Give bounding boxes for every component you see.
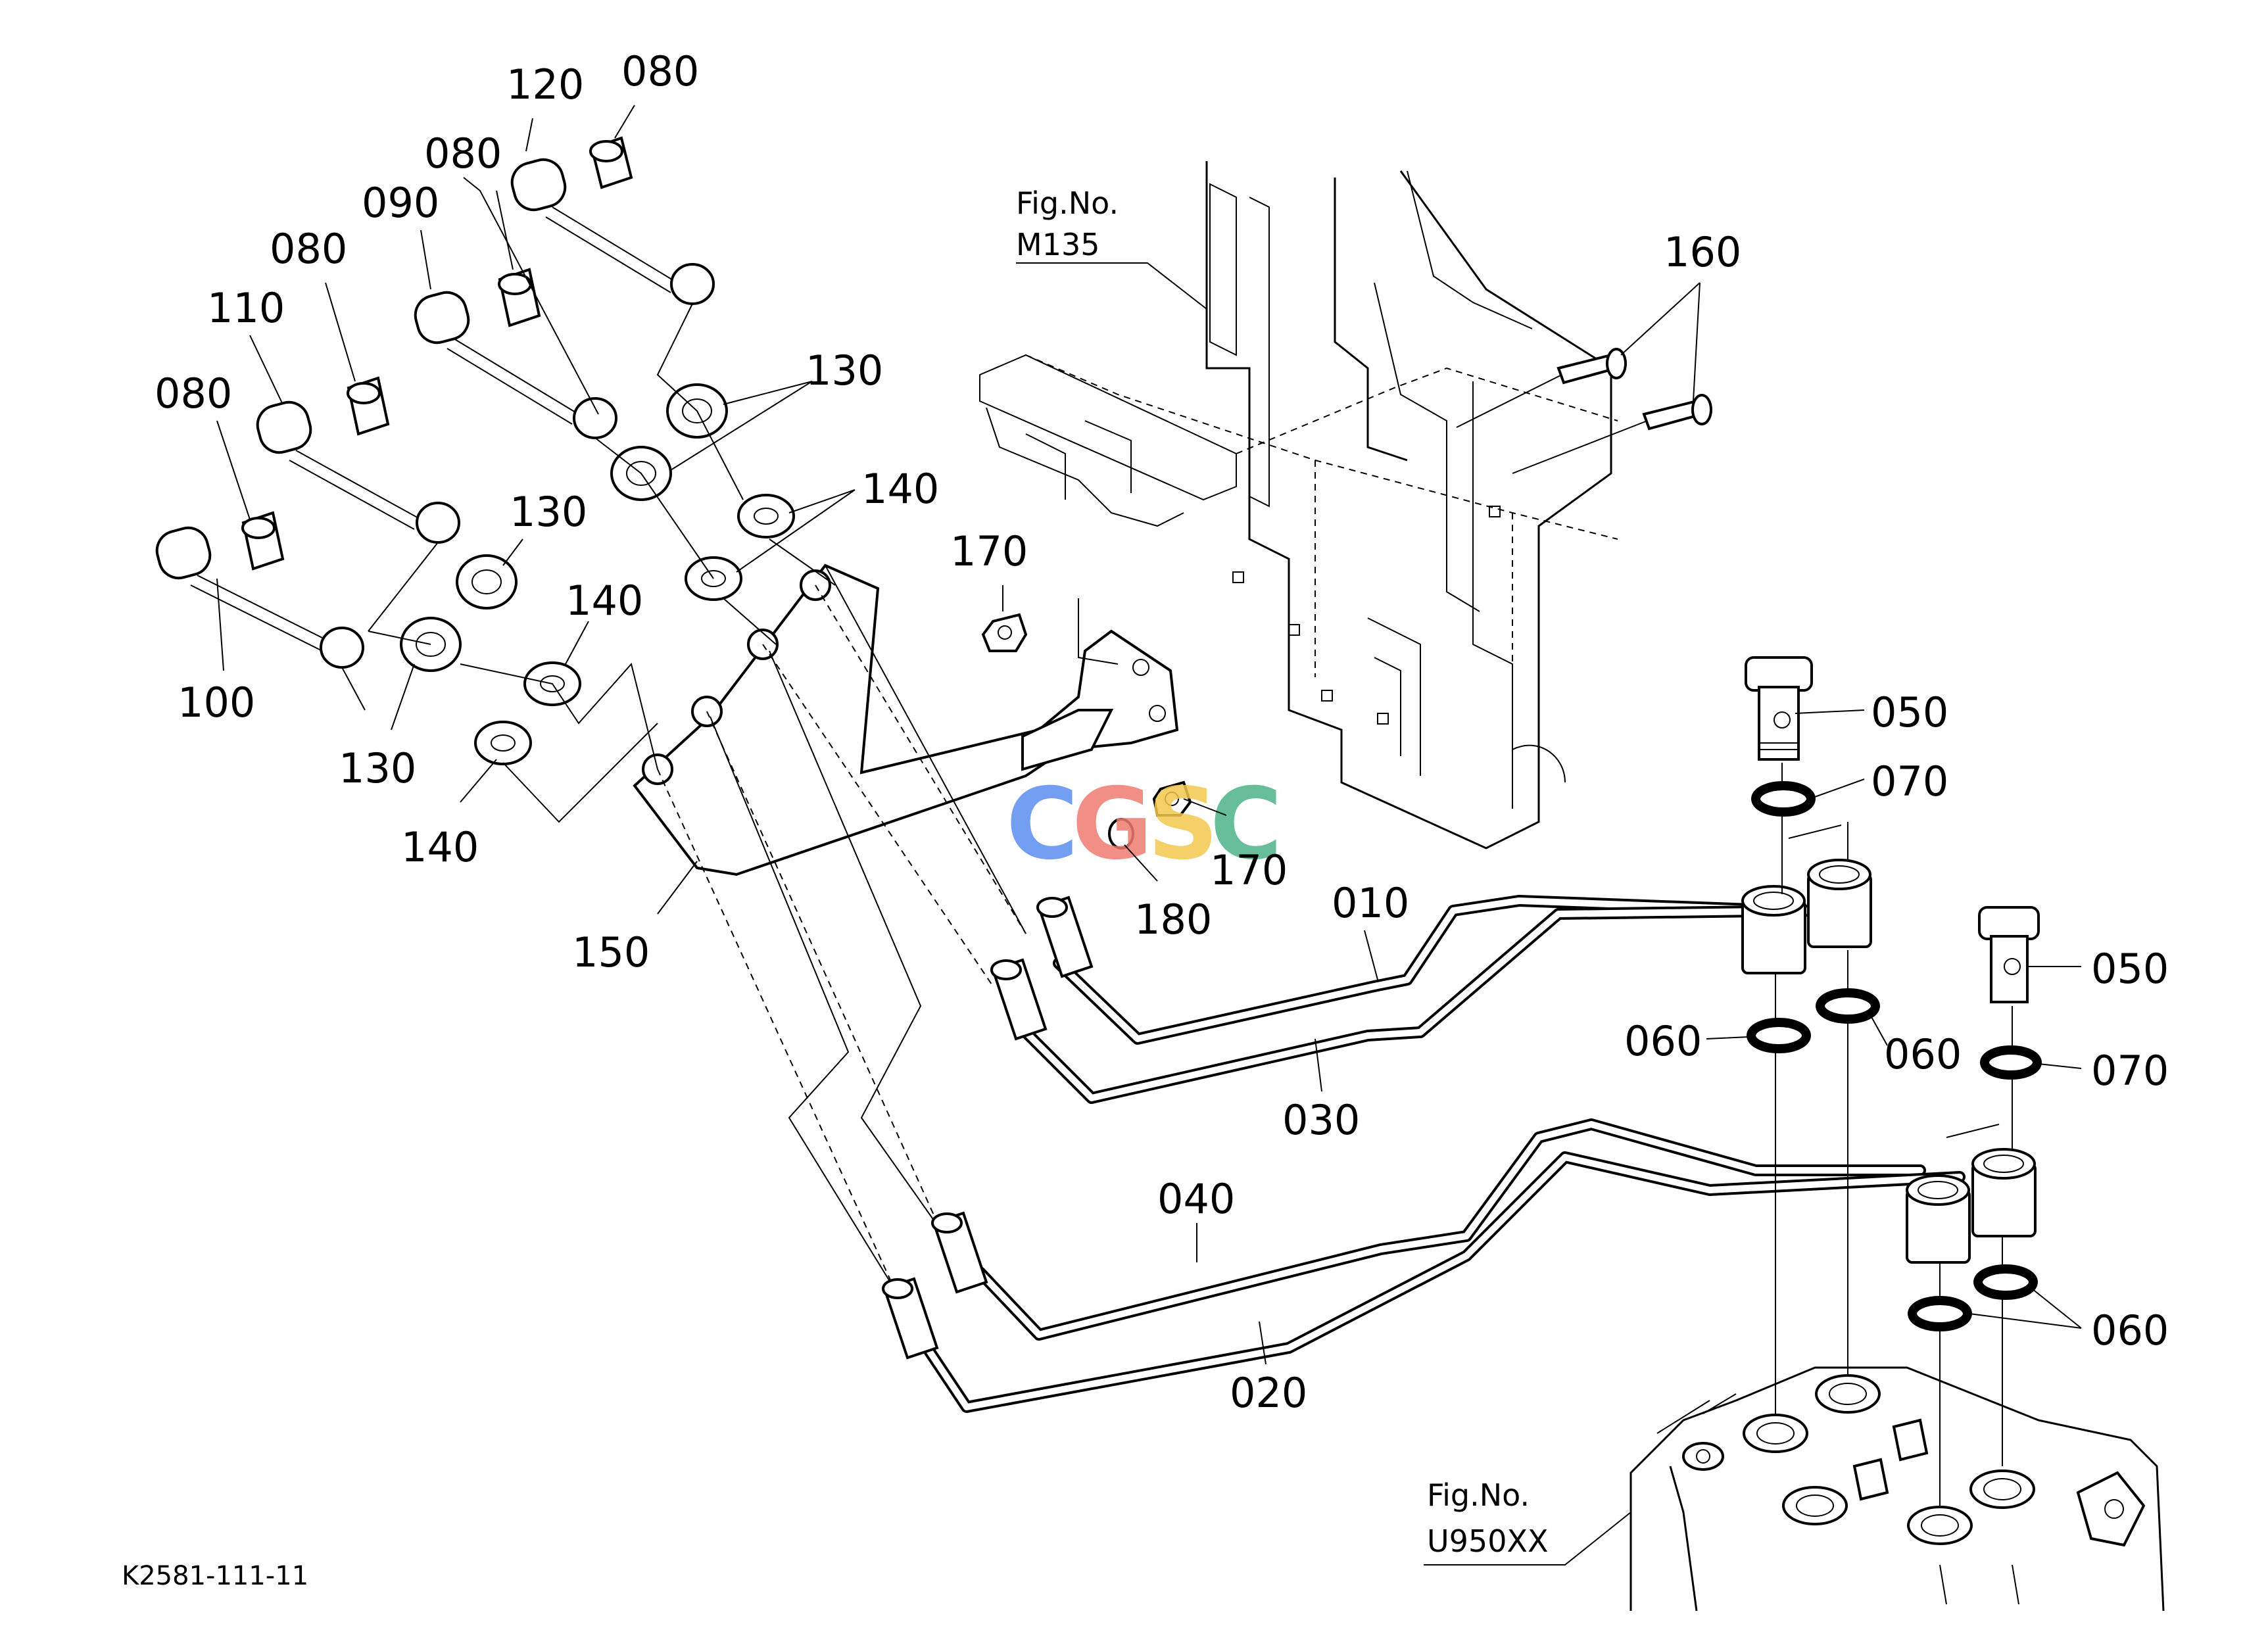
o-ring-070 [1751, 781, 2042, 1080]
hose-assemblies [155, 136, 715, 669]
fig-ref-m135: Fig.No. M135 [1016, 185, 1119, 262]
pin-180 [1078, 598, 1134, 849]
banjo-coupler [1741, 859, 2037, 1264]
part-label: 070 [2091, 1047, 2169, 1095]
part-label: 090 [362, 179, 439, 227]
fig-ref-number: M135 [1016, 227, 1100, 262]
watermark-letter-1: C [1006, 767, 1078, 882]
part-label: 060 [2091, 1306, 2169, 1354]
part-label: 110 [207, 284, 285, 332]
fig-ref-number: U950XX [1427, 1523, 1549, 1559]
part-label: 140 [861, 465, 939, 513]
pipe-030 [1010, 905, 1821, 1104]
watermark-letter-2: G [1072, 767, 1153, 882]
part-label: 120 [506, 60, 584, 108]
banjo-bolt-050 [1745, 656, 2040, 1003]
part-label: 080 [155, 370, 232, 418]
part-label: 060 [1624, 1017, 1702, 1065]
part-label: 070 [1871, 757, 1948, 805]
watermark-letter-3: S [1147, 767, 1218, 882]
part-label: 140 [401, 823, 479, 871]
part-label: 080 [424, 130, 502, 178]
part-label: 050 [2091, 945, 2169, 993]
part-label: 130 [339, 744, 416, 792]
part-label: 040 [1157, 1175, 1235, 1223]
fig-ref-prefix: Fig.No. [1016, 185, 1119, 221]
part-label: 060 [1884, 1030, 1962, 1078]
part-label: 010 [1332, 879, 1409, 927]
part-label: 080 [621, 47, 699, 95]
part-label: 020 [1230, 1369, 1307, 1417]
pipe-end-fittings [882, 896, 1094, 1360]
control-valve [1629, 1366, 2165, 1612]
part-label: 130 [510, 488, 587, 536]
nut-170 [981, 613, 1192, 817]
watermark-logo: C G S C [1006, 767, 1282, 882]
part-label: 180 [1134, 896, 1212, 944]
part-label: 170 [950, 527, 1028, 575]
fig-ref-prefix: Fig.No. [1427, 1477, 1530, 1513]
part-label: 160 [1664, 228, 1741, 276]
o-ring-060 [1747, 988, 2038, 1331]
part-label: 080 [270, 225, 347, 273]
part-label: 030 [1282, 1096, 1360, 1144]
watermark-letter-4: C [1210, 767, 1282, 882]
leader-lines [216, 105, 2082, 1565]
pipe-040 [974, 1118, 1926, 1341]
assembly-guides [341, 303, 1026, 1289]
housing-frame [979, 161, 1618, 849]
part-label: 130 [806, 347, 883, 394]
figure-code: K2581-111-11 [122, 1561, 308, 1591]
part-label: 150 [572, 928, 650, 976]
part-label: 170 [1210, 846, 1288, 894]
fig-ref-u950xx: Fig.No. U950XX [1427, 1477, 1549, 1559]
bolt-160 [1456, 348, 1712, 474]
part-label: 050 [1871, 688, 1948, 736]
part-label: 140 [566, 577, 643, 625]
pipe-010 [1053, 895, 1795, 1045]
pipe-020 [921, 1151, 1966, 1413]
part-label: 100 [178, 679, 255, 727]
part-labels: 120 080 080 090 080 110 080 100 130 140 … [155, 47, 2169, 1417]
alignment-lines [1775, 763, 2013, 1506]
